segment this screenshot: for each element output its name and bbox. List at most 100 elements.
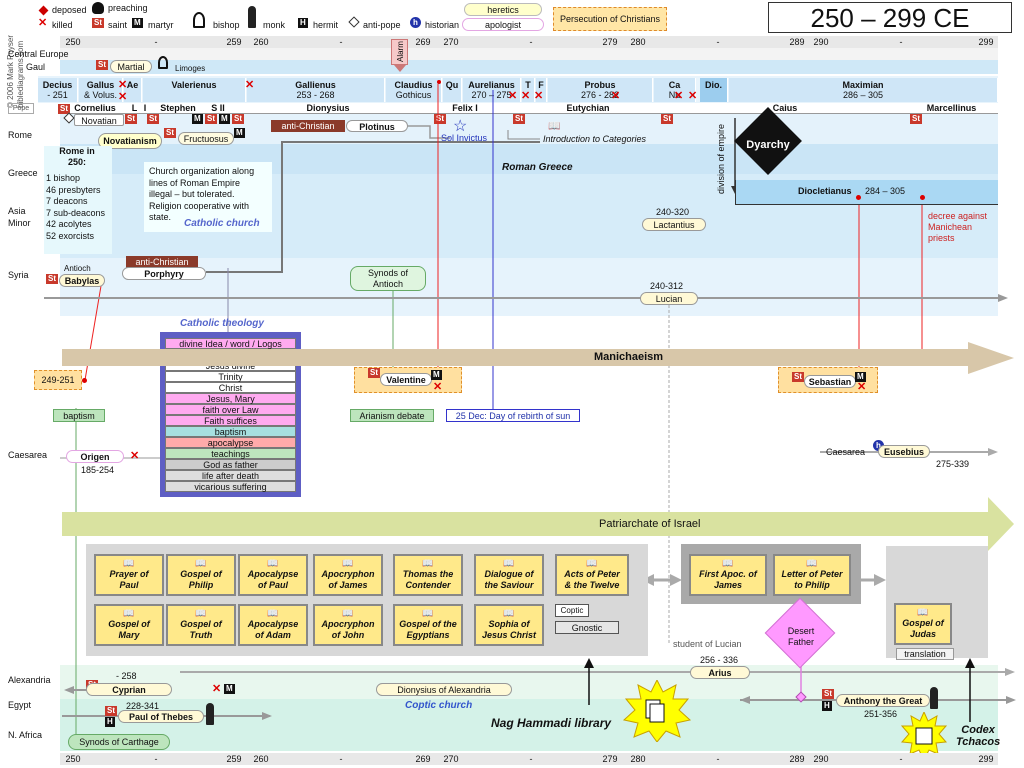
book-title-line: Dialogue of [484, 569, 534, 579]
decree-line: decree against [928, 211, 988, 221]
emperor-cell: Qu [443, 78, 462, 102]
axis-tick-label: 290 [813, 754, 829, 764]
martyr-icon: M [192, 114, 203, 124]
band-gaul [60, 60, 998, 74]
killed-icon: ✕ [212, 683, 222, 695]
emperor-name: F [538, 80, 544, 90]
arrow-icon [988, 448, 998, 456]
pope-row-bg [60, 103, 998, 114]
axis-tick-label: 269 [415, 754, 431, 764]
martyr-icon: M [431, 370, 442, 380]
axis-tick-label: 299 [978, 37, 994, 47]
book-icon: 📖 [722, 558, 734, 568]
emperor-name: Ae [126, 80, 139, 90]
book-gospel-judas: 📖 Gospel of Judas [894, 603, 952, 645]
origen-label: Origen [66, 450, 124, 463]
pope-name: S II [211, 103, 225, 113]
diocletianus-dates: 284 – 305 [865, 186, 906, 196]
book-icon: 📖 [586, 558, 598, 568]
diocletianus-label: Diocletianus [798, 186, 852, 196]
axis-tick-label: - [899, 754, 903, 764]
valentine-label: Valentine [380, 373, 432, 386]
theology-item: Trinity [165, 371, 296, 382]
band-alexandria [60, 665, 998, 699]
codex-line2: Tchacos [956, 736, 1001, 748]
book-icon: 📖 [195, 558, 207, 568]
eusebius-dates: 275-339 [936, 459, 970, 469]
theology-item: apocalypse [165, 437, 296, 448]
book-icon: 📖 [123, 558, 135, 568]
desert-father-line2: Father [787, 637, 814, 647]
historian-icon: h [410, 17, 421, 28]
saint-icon: St [232, 114, 244, 124]
monk-icon [206, 703, 214, 725]
arrow-icon [1005, 668, 1015, 676]
axis-tick-label: 259 [226, 37, 242, 47]
rome-250-line: 46 presbyters [46, 184, 101, 195]
axis-tick-label: - [339, 37, 343, 47]
arrow-icon [670, 574, 682, 586]
emperor-name: Ca [668, 80, 681, 90]
manichaeism-arrow [62, 342, 1014, 374]
emperor-cell: Gallus& Volus. [79, 78, 123, 102]
legend-martyr: martyr [148, 20, 174, 30]
catholic-church-label: Catholic church [184, 218, 260, 229]
synods-antioch-box: Synods of Antioch [350, 266, 426, 291]
killed-icon: ✕ [534, 90, 544, 102]
theology-item: Jesus, Mary [165, 393, 296, 404]
bishop-icon [158, 56, 168, 69]
killed-icon: ✕ [521, 90, 531, 102]
emperor-name: T [525, 80, 531, 90]
dec25-label: 25 Dec: Day of rebirth of sun [446, 409, 580, 422]
theology-item: faith over Law [165, 404, 296, 415]
church-note-line: illegal – but tolerated. [149, 189, 235, 199]
book-title-line: of Paul [257, 580, 288, 590]
martyr-icon: M [132, 18, 143, 28]
judas-line1: Gospel of [902, 618, 944, 628]
band-syria [60, 258, 998, 316]
emperor-name: Decius [42, 80, 73, 90]
theology-item: divine Idea / word / Logos [165, 338, 296, 349]
emperor-cell: Decius- 251 [38, 78, 78, 102]
hermit-icon: H [298, 18, 308, 28]
book-title-line: to Philip [794, 580, 830, 590]
saint-icon: St [661, 114, 673, 124]
student-lucian-label: student of Lucian [673, 639, 742, 649]
axis-tick-label: - [529, 754, 533, 764]
axis-tick-label: 260 [253, 37, 269, 47]
saint-icon: St [105, 706, 117, 716]
book-title-line: Mary [118, 630, 140, 640]
book-title-line: of Adam [255, 630, 291, 640]
legend-anti-pope: anti-pope [363, 20, 401, 30]
antioch-label: Antioch [64, 264, 91, 273]
book-icon: 📖 [195, 608, 207, 618]
saint-icon: St [368, 368, 380, 378]
theology-item: Faith suffices [165, 415, 296, 426]
monk-icon [930, 687, 938, 709]
legend-deposed: deposed [52, 5, 87, 15]
axis-tick-label: 250 [65, 37, 81, 47]
bishop-icon [193, 12, 205, 28]
monk-icon [248, 6, 256, 28]
arrow-icon [998, 294, 1008, 302]
pope-name: Cornelius [74, 103, 116, 113]
preaching-icon [92, 2, 104, 14]
axis-tick-label: 279 [602, 754, 618, 764]
axis-tick-label: - [899, 37, 903, 47]
alarm-arrow-icon [394, 65, 406, 72]
emperor-dates: Gothicus [395, 90, 432, 100]
region-caesarea: Caesarea [8, 450, 48, 460]
book-title-line: Philip [188, 580, 214, 590]
saint-icon: St [147, 114, 159, 124]
axis-tick-label: - [529, 37, 533, 47]
book-icon: 📖 [342, 558, 354, 568]
axis-tick-label: 250 [65, 754, 81, 764]
theology-item: teachings [165, 448, 296, 459]
gnostic-label: Gnostic [555, 621, 619, 634]
